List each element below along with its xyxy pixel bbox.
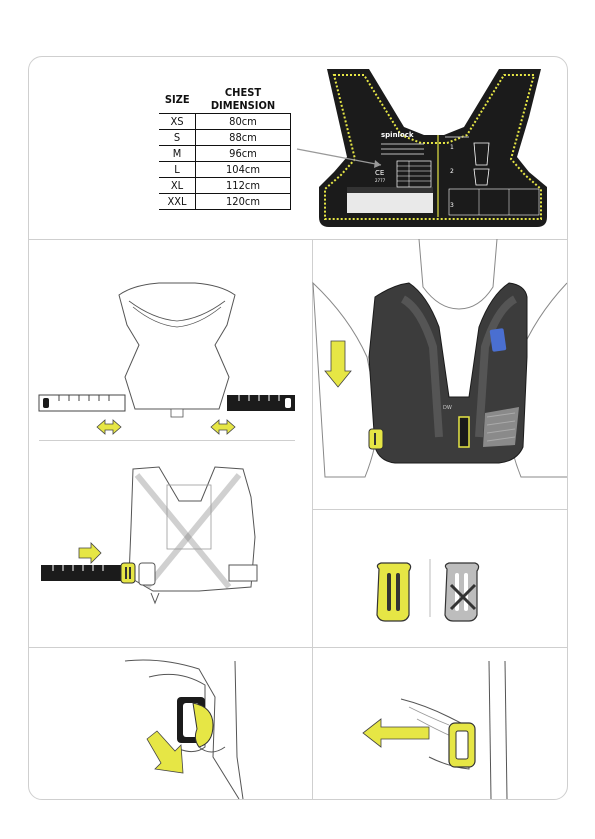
down-arrow-icon — [325, 341, 351, 387]
ce-code: 2777 — [375, 178, 386, 183]
vest-front-strap-illustration — [39, 283, 295, 417]
person-wearing-vest-illustration: DW — [313, 239, 567, 477]
label-step-3: 3 — [450, 202, 454, 209]
label-step-1: 1 — [450, 144, 454, 151]
vest-label-illustration: spinlock CE 2777 1 2 3 — [319, 69, 547, 227]
ce-mark: CE — [375, 169, 384, 177]
yellow-buckle-icon — [121, 563, 135, 583]
vest-back-buckle-illustration — [41, 467, 257, 603]
brand-logo-text: spinlock — [381, 131, 414, 139]
label-step-2: 2 — [450, 168, 454, 175]
right-arrow-icon — [79, 543, 101, 563]
vest-side-buckle-icon — [369, 429, 383, 449]
double-arrow-icon — [97, 420, 121, 434]
correct-buckle-icon — [377, 563, 411, 621]
hand-pull-tab-illustration — [125, 660, 243, 799]
incorrect-buckle-icon — [445, 563, 479, 621]
double-arrow-icon — [211, 420, 235, 434]
illustrations: spinlock CE 2777 1 2 3 — [29, 57, 567, 799]
vest-badge: DW — [443, 405, 452, 411]
